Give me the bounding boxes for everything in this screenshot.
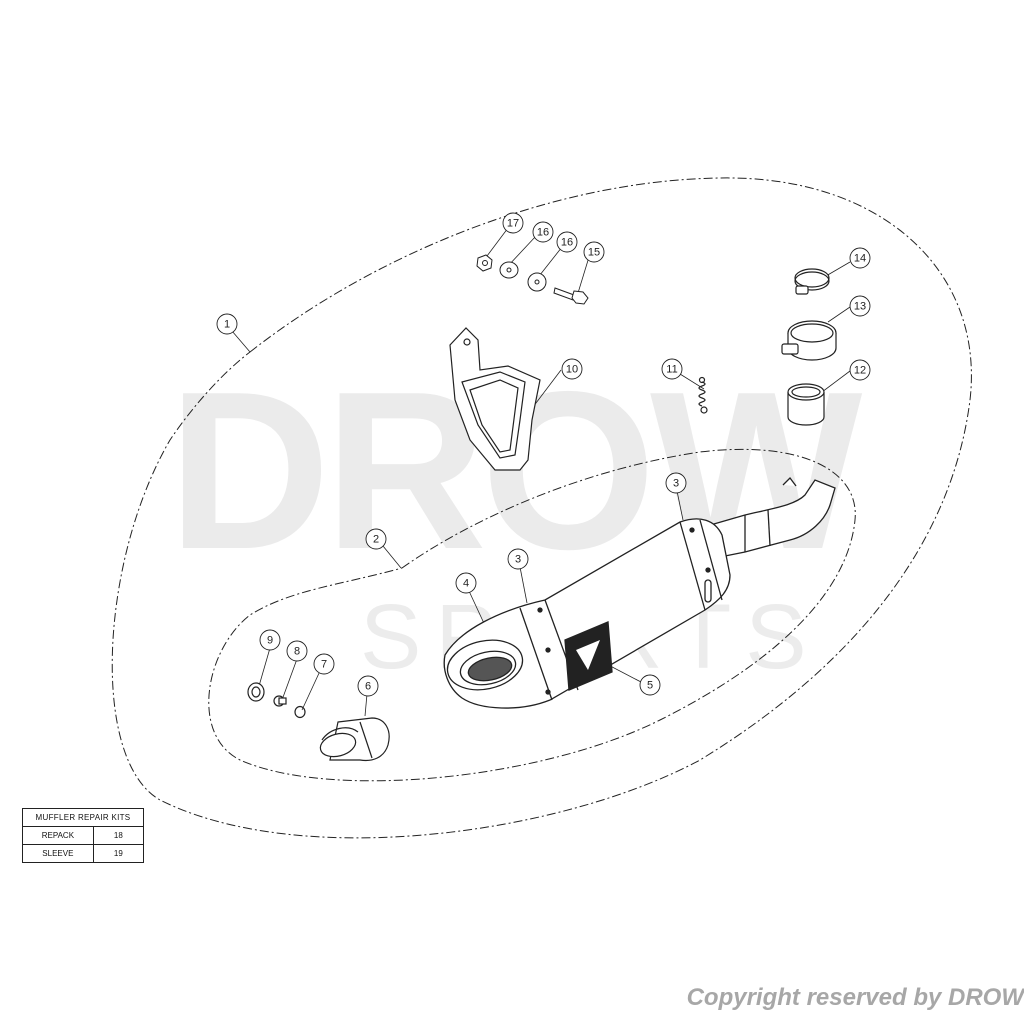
callout-circle: [556, 231, 578, 253]
callout-8: 8: [286, 640, 308, 662]
kits-table-header-row: MUFFLER REPAIR KITS: [22, 808, 144, 827]
callout-circle: [661, 358, 683, 380]
callout-number: 2: [373, 534, 379, 546]
callout-7: 7: [313, 653, 335, 675]
callout-number: 11: [666, 364, 677, 376]
callout-number: 9: [267, 635, 273, 647]
part-8-screw: [273, 695, 287, 707]
callout-circle: [357, 675, 379, 697]
part-16-washer-b: [527, 272, 547, 292]
kits-table-title: MUFFLER REPAIR KITS: [22, 808, 144, 827]
callout-circle: [849, 247, 871, 269]
callout-circle: [286, 640, 308, 662]
callout-16a: 16: [532, 221, 554, 243]
callout-6: 6: [357, 675, 379, 697]
kit-name: SLEEVE: [22, 844, 94, 863]
group-outline-2: [208, 448, 856, 782]
callout-number: 4: [463, 578, 469, 590]
callout-number: 17: [507, 218, 519, 230]
callout-4: 4: [455, 572, 477, 594]
callout-12: 12: [849, 359, 871, 381]
part-6-end-tip: [319, 717, 390, 762]
callout-circle: [507, 548, 529, 570]
callout-5: 5: [639, 674, 661, 696]
callout-15: 15: [583, 241, 605, 263]
part-12-sleeve: [787, 383, 825, 426]
kit-number: 19: [92, 844, 145, 863]
part-9-grommet: [247, 682, 265, 702]
callout-circle: [502, 212, 524, 234]
callout-circle: [665, 472, 687, 494]
kit-number: 18: [92, 826, 145, 845]
part-15-bolt: [553, 287, 589, 305]
callout-9: 9: [259, 629, 281, 651]
callout-14: 14: [849, 247, 871, 269]
callout-circle: [583, 241, 605, 263]
callout-number: 7: [321, 659, 327, 671]
callout-number: 16: [537, 227, 549, 239]
callout-circle: [561, 358, 583, 380]
callout-11: 11: [661, 358, 683, 380]
callout-number: 10: [566, 364, 578, 376]
callout-3b: 3: [507, 548, 529, 570]
callout-circle: [532, 221, 554, 243]
callout-circle: [455, 572, 477, 594]
part-14-clamp: [794, 268, 830, 295]
callout-circle: [849, 359, 871, 381]
callout-10: 10: [561, 358, 583, 380]
callout-3a: 3: [665, 472, 687, 494]
part-4-muffler: [443, 477, 836, 709]
callout-circle: [259, 629, 281, 651]
callout-13: 13: [849, 295, 871, 317]
callout-2: 2: [365, 528, 387, 550]
callout-number: 12: [854, 365, 866, 377]
leader-lines: [231, 227, 851, 717]
callout-number: 5: [647, 680, 653, 692]
group-outline-1: [111, 177, 972, 839]
part-7-oring: [294, 705, 306, 719]
callout-circle: [216, 313, 238, 335]
callout-number: 3: [673, 478, 679, 490]
copyright-text: Copyright reserved by DROW: [686, 984, 1024, 1011]
kits-table-row: REPACK 18: [22, 826, 145, 845]
part-13-clamp: [781, 320, 837, 361]
part-16-washer-a: [499, 261, 519, 279]
callout-1: 1: [216, 313, 238, 335]
callout-number: 13: [854, 301, 866, 313]
callout-number: 8: [294, 646, 300, 658]
callout-circle: [849, 295, 871, 317]
callout-16b: 16: [556, 231, 578, 253]
part-10-bracket: [449, 327, 541, 471]
callout-number: 16: [561, 237, 573, 249]
part-17-nut: [476, 254, 493, 272]
part-11-spring: [698, 376, 708, 414]
kits-table-row: SLEEVE 19: [22, 844, 145, 863]
callout-17: 17: [502, 212, 524, 234]
kit-name: REPACK: [22, 826, 94, 845]
muffler-repair-kits-table: MUFFLER REPAIR KITS REPACK 18 SLEEVE 19: [22, 808, 145, 863]
callout-circle: [313, 653, 335, 675]
callout-number: 1: [224, 319, 230, 331]
callout-number: 6: [365, 681, 371, 693]
callout-circle: [639, 674, 661, 696]
callout-number: 15: [588, 247, 600, 259]
callout-circle: [365, 528, 387, 550]
callout-number: 14: [854, 253, 866, 265]
callout-number: 3: [515, 554, 521, 566]
